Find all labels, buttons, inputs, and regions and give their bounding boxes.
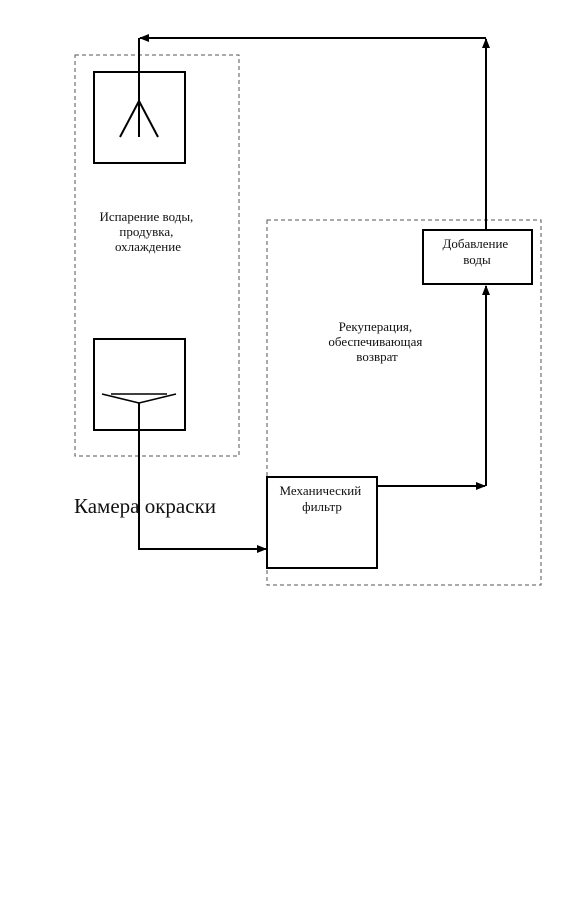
- evaporation-label-line-3: охлаждение: [115, 239, 181, 254]
- recuperation-label: Рекуперация, обеспечивающая возврат: [328, 319, 425, 364]
- recuperation-label-line-2: обеспечивающая: [328, 334, 422, 349]
- spray-nozzle-icon: [119, 100, 159, 138]
- water-addition-label-line-1: Добавление: [443, 236, 509, 251]
- water-addition-label-line-2: воды: [463, 252, 491, 267]
- recuperation-label-line-1: Рекуперация,: [339, 319, 413, 334]
- water-addition-box: [422, 229, 533, 285]
- evaporation-label-line-2: продувка,: [119, 224, 173, 239]
- paint-booth-zone-boundary: [74, 54, 240, 457]
- mechanical-filter-box: [266, 476, 378, 569]
- filter-label-line-1: Механический: [280, 483, 362, 498]
- recuperation-zone-boundary: [266, 219, 542, 586]
- evaporation-label-line-1: Испарение воды,: [99, 209, 193, 224]
- filter-label-line-2: фильтр: [302, 499, 342, 514]
- collector-funnel-icon: [101, 393, 177, 404]
- evaporation-label: Испарение воды, продувка, охлаждение: [99, 209, 196, 254]
- flow-line-collector-to-filter: [138, 403, 267, 553]
- paint-booth-label: Камера окраски: [74, 494, 216, 518]
- filter-label: Механический фильтр: [280, 483, 365, 514]
- water-addition-label: Добавление воды: [443, 236, 512, 267]
- recuperation-label-line-3: возврат: [356, 349, 398, 364]
